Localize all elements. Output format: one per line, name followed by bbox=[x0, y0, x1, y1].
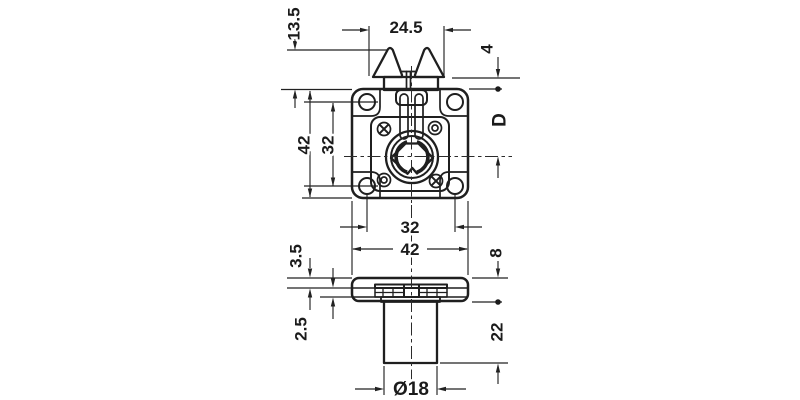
bolt-slot-right bbox=[414, 93, 424, 140]
latch-prong-left bbox=[371, 46, 404, 79]
dim-backset bbox=[495, 156, 501, 178]
dim-flange-height bbox=[472, 261, 508, 305]
dim-cylinder-length bbox=[440, 362, 508, 384]
dim-label-cylinder-length: 22 bbox=[488, 323, 507, 342]
dim-label-backset: D bbox=[490, 113, 511, 127]
dimension-labels: 13.5 24.5 4 D 42 32 32 42 3.5 2.5 8 22 Ø… bbox=[282, 5, 513, 400]
latch-slot-lines bbox=[405, 70, 412, 90]
dim-label-latch-width: 24.5 bbox=[389, 18, 422, 37]
dim-label-cylinder-diameter: Ø18 bbox=[393, 379, 429, 400]
dim-label-hole-spacing-v: 32 bbox=[319, 136, 338, 155]
dim-label-body-width: 42 bbox=[401, 240, 420, 259]
dim-label-flange-height: 8 bbox=[487, 248, 506, 257]
corner-cell-lines bbox=[351, 89, 469, 199]
dim-body-width bbox=[351, 201, 469, 275]
collar bbox=[380, 296, 441, 303]
dim-flange-thickness bbox=[287, 258, 352, 319]
dim-body-height bbox=[302, 90, 352, 199]
side-view bbox=[350, 276, 470, 365]
dim-label-collar-thickness: 2.5 bbox=[292, 317, 311, 341]
latch-prong-right bbox=[413, 46, 446, 79]
dim-label-body-height: 42 bbox=[295, 136, 314, 155]
dim-edge-offset bbox=[452, 57, 520, 92]
dim-label-latch-height: 13.5 bbox=[285, 7, 304, 40]
flange bbox=[350, 276, 470, 303]
dim-cylinder-diameter bbox=[355, 366, 466, 395]
dim-latch-height bbox=[281, 38, 392, 108]
dim-label-flange-thickness: 3.5 bbox=[287, 244, 306, 268]
pin-hole-icon bbox=[376, 172, 392, 188]
inner-case-outline bbox=[370, 116, 450, 192]
centerlines bbox=[344, 66, 512, 382]
flange-inner-lines bbox=[352, 287, 468, 298]
dimension-lines bbox=[281, 26, 520, 395]
phillips-screw-icon bbox=[428, 173, 444, 189]
dim-hole-spacing-h bbox=[340, 194, 482, 232]
dim-hole-spacing-v bbox=[304, 101, 378, 187]
pin-hole-icon bbox=[427, 120, 443, 136]
phillips-screw-icon bbox=[376, 121, 392, 137]
dim-label-edge-offset: 4 bbox=[478, 44, 497, 54]
bolt-slot-left bbox=[399, 93, 409, 140]
dim-label-hole-spacing-h: 32 bbox=[401, 218, 420, 237]
cylinder-body bbox=[382, 300, 439, 365]
dim-latch-width bbox=[342, 26, 471, 76]
square-spindle-hole bbox=[389, 142, 435, 175]
